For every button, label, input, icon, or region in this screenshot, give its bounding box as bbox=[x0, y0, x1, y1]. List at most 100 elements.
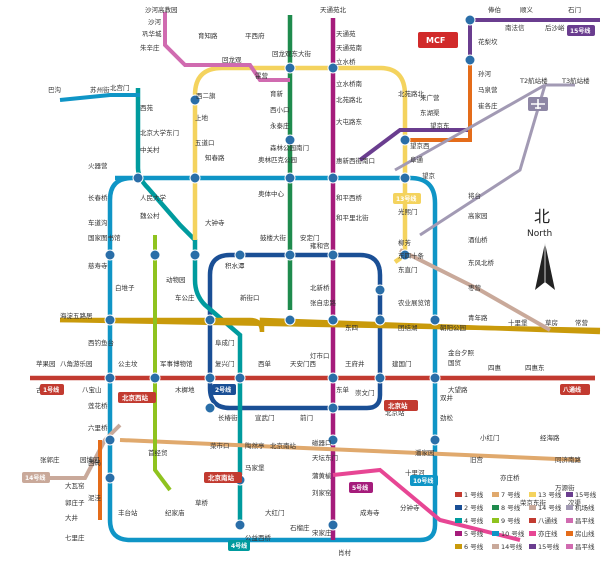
station-label: 积水潭 bbox=[225, 261, 245, 270]
station-label: 劲松 bbox=[440, 413, 454, 422]
station-label: 知春路 bbox=[205, 153, 225, 162]
station-label: 长春桥 bbox=[88, 193, 108, 202]
station-label: 孙河 bbox=[478, 69, 492, 78]
station-label: 菜市口 bbox=[210, 441, 230, 450]
station-label: 天安门西 bbox=[290, 359, 317, 368]
station-label: 北京南站 bbox=[270, 441, 297, 450]
station-label: 草房 bbox=[545, 318, 558, 327]
line-14-west bbox=[30, 423, 122, 480]
station-label: 双井 bbox=[440, 393, 454, 402]
legend-swatch bbox=[455, 544, 462, 549]
line-14-east bbox=[399, 248, 551, 332]
station-label: 东湖渠 bbox=[420, 108, 440, 117]
station-label: 西苑 bbox=[140, 103, 154, 112]
station-label: T2航站楼 bbox=[519, 76, 548, 85]
station-label: 西局 bbox=[88, 459, 101, 467]
legend-label: 10 号线 bbox=[501, 529, 525, 538]
station-label: 陶然亭 bbox=[245, 441, 265, 450]
legend-swatch bbox=[492, 544, 499, 549]
legend-swatch bbox=[455, 531, 462, 536]
station-label: 国家图书馆 bbox=[88, 233, 121, 242]
station-label: 张自忠路 bbox=[310, 298, 337, 307]
station-label: 将台 bbox=[468, 191, 481, 200]
station-label: 潘家园 bbox=[415, 448, 435, 457]
changping-line bbox=[163, 12, 290, 82]
station-label: 北苑路北 bbox=[398, 89, 425, 98]
station-label: 小红门 bbox=[480, 433, 500, 442]
station-label: 马家堡 bbox=[245, 463, 265, 472]
station-label: 常营 bbox=[575, 318, 589, 327]
station-label: 八角游乐园 bbox=[60, 359, 93, 368]
station-label: 五道口 bbox=[195, 138, 215, 147]
station-label: 慈寿寺 bbox=[88, 261, 108, 270]
yizhuang-line bbox=[332, 467, 521, 542]
station-label: 西小口 bbox=[270, 105, 290, 114]
station-label: 十里堡 bbox=[508, 318, 528, 327]
station-label: 后沙峪 bbox=[545, 23, 565, 32]
legend-label: 6 号线 bbox=[464, 542, 484, 551]
station-label: 成寿寺 bbox=[360, 508, 380, 517]
station-label: 复兴门 bbox=[215, 359, 235, 368]
line-9 bbox=[153, 235, 172, 492]
station-label: 育新 bbox=[270, 89, 284, 98]
station-label: 宋家庄 bbox=[312, 528, 332, 537]
station-label: 车公庄 bbox=[175, 293, 195, 302]
legend-swatch bbox=[566, 518, 573, 523]
station-label: 动物园 bbox=[166, 275, 186, 284]
station-label: 阜成门 bbox=[215, 338, 235, 347]
station-label: 白堆子 bbox=[115, 283, 135, 292]
line-5-tag: 5号线 bbox=[352, 484, 368, 492]
station-label: 东直门 bbox=[398, 265, 418, 274]
station-label: 育知路 bbox=[198, 31, 218, 40]
mcf-logo-text: MCF bbox=[426, 36, 445, 45]
station-label: 木樨地 bbox=[175, 385, 195, 394]
station-label: 火器营 bbox=[88, 161, 108, 170]
station-label: 北京站 bbox=[385, 408, 405, 417]
legend-label: 昌平线 bbox=[575, 542, 595, 551]
station-label: 前门 bbox=[300, 413, 313, 422]
legend-swatch bbox=[529, 544, 536, 549]
line-13-tag: 13号线 bbox=[396, 195, 416, 203]
airport-line-2 bbox=[419, 84, 547, 237]
station-label: 苹果园 bbox=[36, 359, 56, 368]
rail-station-label: 北京站 bbox=[388, 401, 408, 410]
station-label: 丰台站 bbox=[118, 508, 138, 517]
station-label: 惠新西街南口 bbox=[336, 156, 375, 165]
station-label: 大瓦窑 bbox=[65, 481, 85, 490]
station-label: 青年路 bbox=[468, 313, 488, 322]
legend-swatch bbox=[529, 518, 536, 523]
station-label: 苏州街 bbox=[90, 85, 110, 94]
legend-label: 15号线 bbox=[575, 490, 597, 499]
station-label: 来广营 bbox=[420, 93, 440, 102]
station-label: 军事博物馆 bbox=[160, 359, 193, 368]
station-label: 安定门 bbox=[300, 233, 320, 242]
legend-swatch bbox=[492, 492, 499, 497]
rail-stations: 北京西站 北京站 北京南站 bbox=[118, 392, 418, 483]
station-label: 长椿街 bbox=[218, 413, 238, 422]
station-label: 俸伯 bbox=[488, 5, 501, 14]
station-label: 东单 bbox=[336, 385, 350, 394]
airplane-icon bbox=[528, 97, 548, 111]
legend-label: 15号线 bbox=[538, 542, 560, 551]
legend-label: 13 号线 bbox=[538, 490, 562, 499]
legend-swatch bbox=[455, 505, 462, 510]
station-label: 和平西桥 bbox=[336, 193, 363, 202]
station-label: 立水桥南 bbox=[336, 79, 363, 88]
station-label: 灯市口 bbox=[310, 351, 330, 360]
legend-label: 14号线 bbox=[501, 542, 523, 551]
batong-tag: 八通线 bbox=[562, 386, 581, 394]
station-label: 鼓楼大街 bbox=[260, 233, 287, 242]
station-label: 经海路 bbox=[540, 433, 560, 442]
legend-label: 亦庄线 bbox=[538, 529, 558, 538]
station-label: 刘家窑 bbox=[312, 488, 332, 497]
station-label: 回龙观东大街 bbox=[272, 49, 312, 58]
line-10-tag: 10号线 bbox=[413, 477, 433, 485]
station-label: 中关村 bbox=[140, 145, 160, 154]
line-6-main bbox=[59, 317, 601, 333]
legend-label: 昌平线 bbox=[575, 516, 595, 525]
line-1-tag: 1号线 bbox=[43, 386, 59, 394]
station-label: 马泉营 bbox=[478, 85, 498, 94]
legend-swatch bbox=[529, 505, 536, 510]
station-label: 草桥 bbox=[195, 498, 209, 507]
